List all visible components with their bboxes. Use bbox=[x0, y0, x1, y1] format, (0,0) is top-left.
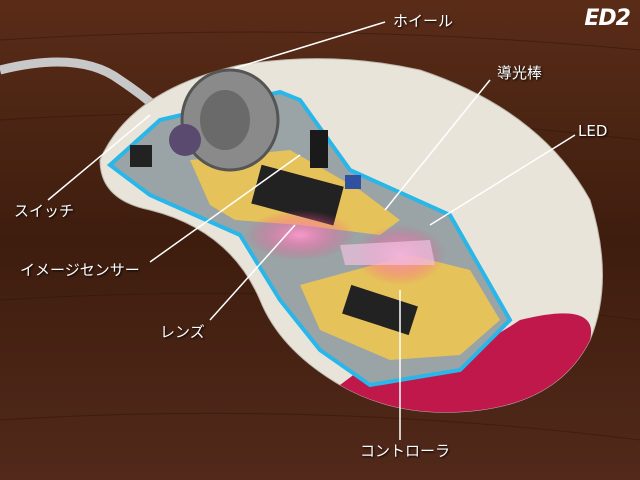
label-image-sensor: イメージセンサー bbox=[20, 261, 140, 279]
scroll-wheel-hub bbox=[200, 90, 250, 150]
blue-component bbox=[345, 175, 361, 189]
switch-component bbox=[130, 145, 152, 167]
label-led: LED bbox=[578, 122, 608, 140]
lens-glow bbox=[245, 210, 355, 260]
leader-lines bbox=[47, 21, 576, 440]
image-sensor-chip bbox=[251, 164, 344, 226]
label-switch: スイッチ bbox=[14, 202, 75, 220]
ed2-logo: ED2 bbox=[584, 6, 631, 31]
light-guide-rod bbox=[340, 240, 435, 265]
capacitor bbox=[310, 130, 328, 168]
label-lens: レンズ bbox=[160, 323, 205, 341]
label-controller: コントローラ bbox=[360, 442, 451, 460]
controller-chip bbox=[342, 284, 418, 336]
label-light-guide: 導光棒 bbox=[497, 64, 543, 82]
label-wheel: ホイール bbox=[393, 12, 454, 30]
wheel-gear bbox=[169, 124, 201, 156]
